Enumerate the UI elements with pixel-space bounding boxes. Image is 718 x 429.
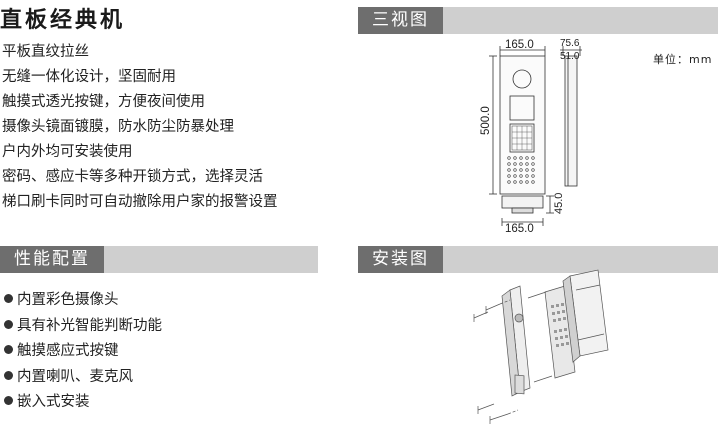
feature-line: 无缝一体化设计，坚固耐用 xyxy=(2,69,176,85)
section-tab-label: 性能配置 xyxy=(0,246,104,273)
config-list: 内置彩色摄像头 具有补光智能判断功能 触摸感应式按键 内置喇叭、麦克风 嵌入式安… xyxy=(4,288,162,416)
dim-side-depth: 75.6 xyxy=(560,38,580,49)
keypad-grid xyxy=(511,125,533,151)
three-view-drawing: 165.0 75.6 51.0 500.0 165.0 45.0 xyxy=(480,38,582,234)
bullet-icon xyxy=(4,370,13,380)
config-item: 具有补光智能判断功能 xyxy=(4,314,162,340)
unit-label: 单位：mm xyxy=(653,53,713,66)
feature-line: 户内外均可安装使用 xyxy=(2,144,133,160)
feature-line: 摄像头镜面镀膜，防水防尘防暴处理 xyxy=(2,119,234,135)
button-dots xyxy=(507,156,535,184)
config-item: 内置喇叭、麦克风 xyxy=(4,365,162,391)
feature-line: 平板直纹拉丝 xyxy=(2,44,89,60)
feature-line: 触摸式透光按键，方便夜间使用 xyxy=(2,94,205,110)
dim-front-width: 165.0 xyxy=(505,39,534,51)
section-header-three-view: 三视图 xyxy=(358,7,718,34)
config-item: 触摸感应式按键 xyxy=(4,339,162,365)
product-title: 直板经典机 xyxy=(0,8,126,33)
dim-bottom-depth: 45.0 xyxy=(553,193,565,214)
dim-bottom-width: 165.0 xyxy=(505,223,534,234)
bullet-icon xyxy=(4,319,13,329)
feature-line: 密码、感应卡等多种开锁方式，选择灵活 xyxy=(2,169,263,185)
section-tab-label: 三视图 xyxy=(358,7,443,34)
section-header-install: 安装图 xyxy=(358,246,718,273)
dim-side-inner: 51.0 xyxy=(560,51,580,62)
config-item: 嵌入式安装 xyxy=(4,390,162,416)
feature-line: 梯口刷卡同时可自动撤除用户家的报警设置 xyxy=(2,194,278,210)
installation-diagram xyxy=(473,269,609,424)
feature-list: 平板直纹拉丝 无缝一体化设计，坚固耐用 触摸式透光按键，方便夜间使用 摄像头镜面… xyxy=(2,40,278,215)
bullet-icon xyxy=(4,294,13,303)
config-item: 内置彩色摄像头 xyxy=(4,288,162,314)
bullet-icon xyxy=(4,396,13,405)
dim-height: 500.0 xyxy=(480,106,492,135)
bullet-icon xyxy=(4,345,13,354)
section-tab-label: 安装图 xyxy=(358,246,443,273)
section-header-config: 性能配置 xyxy=(0,246,318,273)
